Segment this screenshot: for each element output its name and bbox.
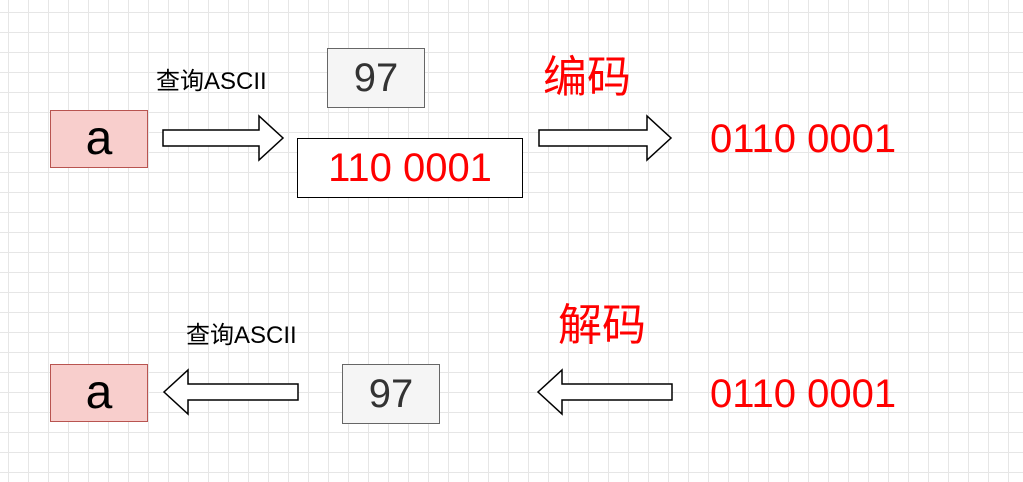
decode-arrow-1-icon	[162, 368, 299, 416]
encode-eight-bit-text: 0110 0001	[710, 117, 897, 161]
encode-arrow-2-icon	[538, 114, 673, 162]
decode-decimal-text: 97	[368, 372, 414, 416]
encode-decimal-text: 97	[353, 56, 399, 100]
decode-lookup-label: 查询ASCII	[186, 322, 297, 349]
encode-arrow-1-icon	[162, 114, 285, 162]
encode-seven-bit-box: 110 0001	[297, 138, 523, 198]
decode-char-box: a	[50, 364, 148, 422]
decode-title: 解码	[558, 301, 646, 350]
decode-char-text: a	[85, 366, 113, 419]
encode-char-box: a	[50, 110, 148, 168]
decode-eight-bit-text: 0110 0001	[710, 372, 897, 416]
encode-title: 编码	[543, 53, 631, 102]
encode-decimal-box: 97	[327, 48, 425, 108]
encode-seven-bit-text: 110 0001	[328, 146, 492, 190]
decode-arrow-2-icon	[536, 368, 673, 416]
decode-decimal-box: 97	[342, 364, 440, 424]
encode-char-text: a	[85, 112, 113, 165]
encode-lookup-label: 查询ASCII	[156, 68, 267, 95]
